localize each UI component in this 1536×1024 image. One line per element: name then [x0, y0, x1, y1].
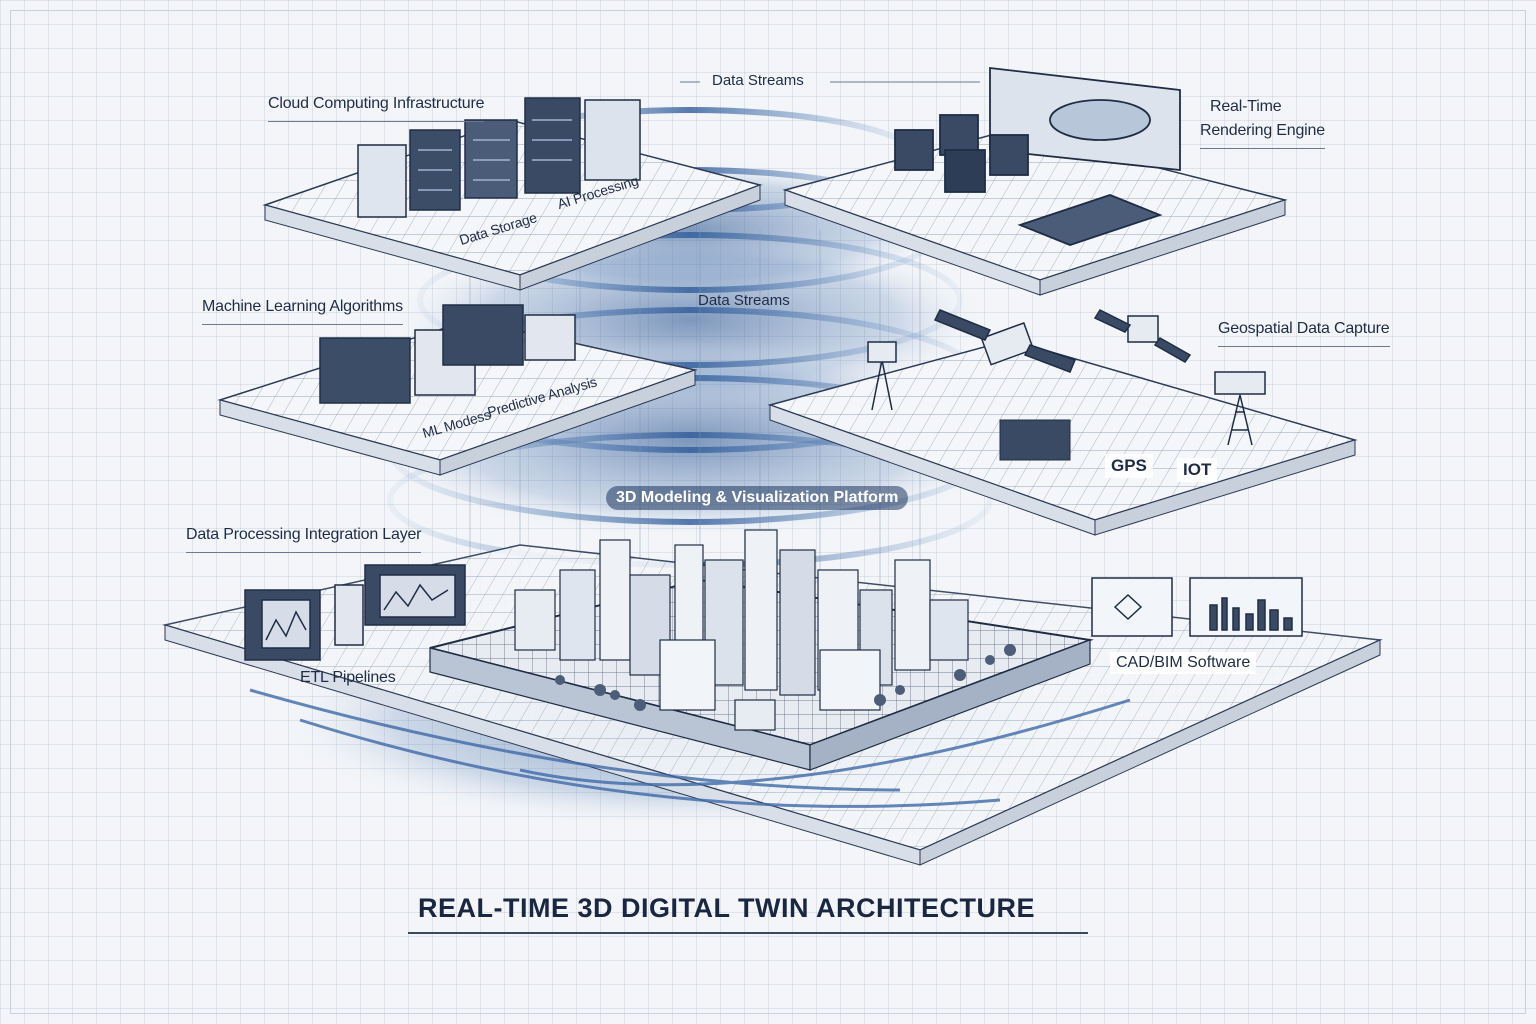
etl-pipelines-label: ETL Pipelines — [300, 669, 396, 686]
integration-layer-label: Data Processing Integration Layer — [186, 526, 422, 553]
city-model-icon — [514, 529, 1016, 731]
monitor-gpu-icon — [894, 66, 1181, 246]
gps-chip: GPS — [1105, 454, 1153, 478]
cad-bim-label: CAD/BIM Software — [1110, 652, 1257, 674]
chart-monitor-icon — [244, 564, 466, 661]
ml-algorithms-label: Machine Learning Algorithms — [202, 298, 403, 325]
diagram-title: REAL-TIME 3D DIGITAL TWIN ARCHITECTURE — [418, 893, 1035, 923]
base-platform — [162, 544, 1383, 866]
rendering-engine-label-line1: Real-Time — [1210, 98, 1282, 115]
sensor-device-icon — [999, 419, 1071, 461]
rendering-engine-label-line2: Rendering Engine — [1200, 122, 1325, 149]
geospatial-label: Geospatial Data Capture — [1218, 320, 1390, 347]
title-underline — [408, 932, 1088, 934]
platform-label: 3D Modeling & Visualization Platform — [606, 486, 909, 510]
satellite-icon — [933, 309, 1192, 373]
diagram-frame — [10, 10, 1526, 1014]
server-rack-icon — [357, 97, 641, 218]
data-streams-label-mid: Data Streams — [698, 292, 790, 309]
rendering-engine-platform — [782, 66, 1288, 296]
tower-icon — [867, 341, 1266, 446]
cloud-computing-platform — [262, 97, 763, 291]
server-rack-icon — [319, 304, 576, 404]
data-streams-label-top: Data Streams — [712, 72, 804, 89]
iot-chip: IOT — [1177, 458, 1218, 482]
cloud-computing-label: Cloud Computing Infrastructure — [268, 95, 485, 122]
ml-platform — [217, 304, 698, 476]
cad-chart-icon — [1091, 577, 1303, 637]
